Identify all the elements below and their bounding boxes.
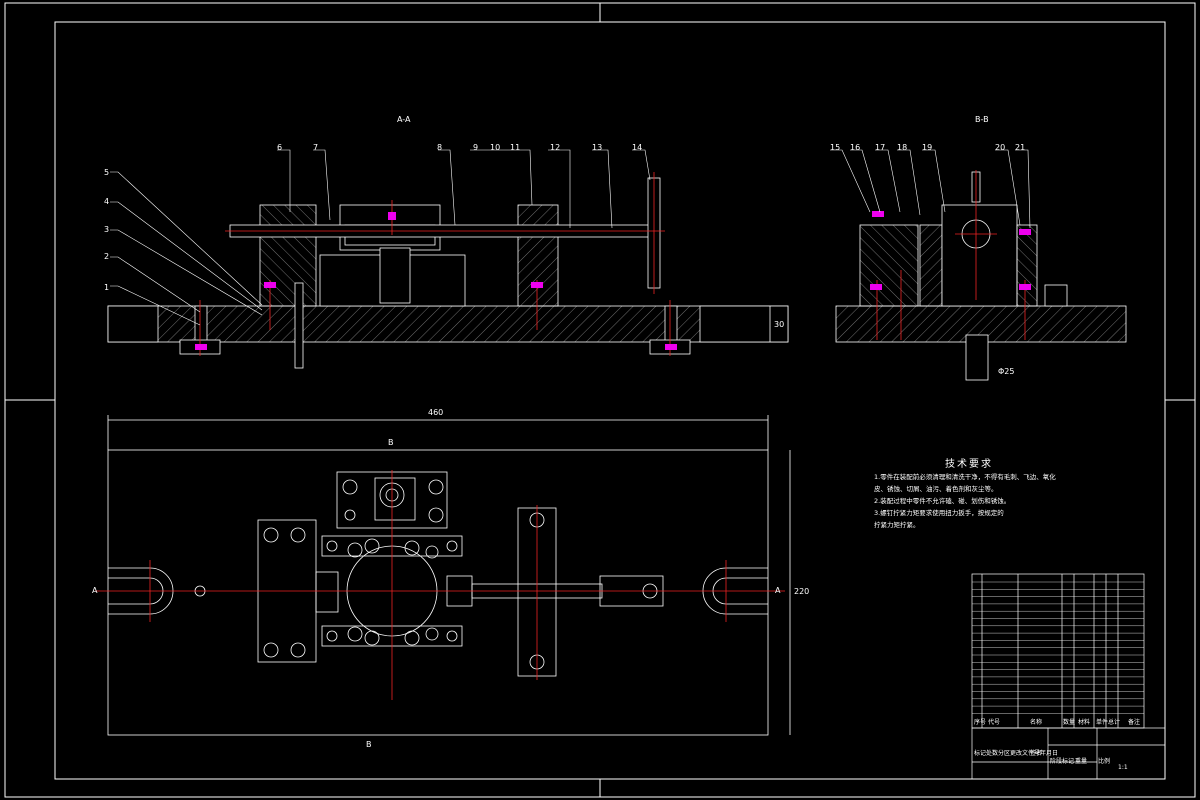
front-callout-2: 2 [104,252,110,261]
title-block-label: 更改文件号 [1010,750,1041,757]
front-callout-9: 9 [473,143,479,152]
title-block-label: 处数 [986,750,999,757]
front-section-view [107,177,789,369]
side-callout-3: 17 [875,143,886,152]
front-view-title: A-A [397,115,411,124]
parts-list-header: 材料 [1078,719,1091,726]
front-callout-14: 14 [632,143,643,152]
tech-requirements: 技术要求 1.零件在装配前必须清理和清洗干净，不得有毛刺、飞边、氧化皮、锈蚀、切… [874,458,1064,531]
plan-width-dimension: 460 [428,408,444,417]
title-block-rows [972,581,1144,714]
sheet-frame [4,2,1196,798]
parts-list-header: 序号 [974,719,987,726]
plan-height-dimension: 220 [794,587,810,596]
title-block-label: 阶段标记 [1050,758,1075,765]
front-base-dimension: 30 [774,320,785,329]
front-centerlines [199,172,671,356]
front-callout-6: 6 [277,143,283,152]
plan-centerlines [95,470,785,700]
title-block-label: 年月日 [1040,750,1059,757]
tech-requirement-line: 1.零件在装配前必须清理和清洗干净，不得有毛刺、飞边、氧化 [874,473,1056,481]
section-marker-a-right: A [775,586,781,595]
title-block-label: 比例 [1098,758,1111,765]
front-callout-13: 13 [592,143,603,152]
front-leaders [110,149,651,326]
tech-requirements-title: 技术要求 [945,459,993,470]
tech-requirement-line: 拧紧力矩拧紧。 [874,521,920,529]
title-block-label: 分区 [998,750,1011,757]
tech-requirement-line: 2.装配过程中零件不允许磕、碰、划伤和锈蚀。 [874,497,1011,505]
side-fastener-markers [870,211,1031,290]
parts-list-header: 单件 [1096,719,1109,726]
section-marker-b-bottom: B [366,740,372,749]
side-view-title: B-B [975,115,989,124]
front-fastener-markers [195,212,677,350]
parts-list-header: 名称 [1030,719,1043,726]
side-shaft-dimension: Φ25 [998,367,1015,376]
parts-list-header: 代号 [988,719,1001,726]
side-callout-7: 21 [1015,143,1026,152]
tech-requirement-line: 皮、锈蚀、切屑、油污、着色剂和灰尘等。 [874,485,998,493]
side-callout-5: 19 [922,143,933,152]
front-callout-3: 3 [104,225,110,234]
front-callout-7: 7 [313,143,319,152]
front-callout-11: 11 [510,143,521,152]
front-callout-10: 10 [490,143,501,152]
side-callout-1: 15 [830,143,841,152]
side-callout-6: 20 [995,143,1006,152]
plan-holes [194,479,658,670]
title-block-label: 签名 [1030,750,1043,757]
front-callout-5: 5 [104,168,110,177]
parts-list-header: 数量 [1063,719,1076,726]
front-callout-12: 12 [550,143,561,152]
side-leaders [830,149,1031,229]
parts-list-header: 备注 [1128,719,1141,726]
side-callout-4: 18 [897,143,908,152]
section-marker-b-top: B [388,438,394,447]
title-block [971,573,1166,780]
drawing-scale: 1:1 [1118,764,1128,771]
side-section-view [835,171,1127,381]
tech-requirement-line: 3.螺钉拧紧力矩要求使用扭力扳手，按规定的 [874,509,1004,517]
parts-list-header: 总计 [1108,719,1121,726]
side-callout-2: 16 [850,143,861,152]
front-callout-8: 8 [437,143,443,152]
tech-requirements-lines: 1.零件在装配前必须清理和清洗干净，不得有毛刺、飞边、氧化皮、锈蚀、切屑、油污、… [874,471,1064,531]
section-marker-a-left: A [92,586,98,595]
title-block-label: 标记 [974,750,987,757]
front-callout-1: 1 [104,283,110,292]
title-block-label: 重量 [1075,758,1088,765]
plan-view [107,415,791,736]
front-callout-4: 4 [104,197,110,206]
